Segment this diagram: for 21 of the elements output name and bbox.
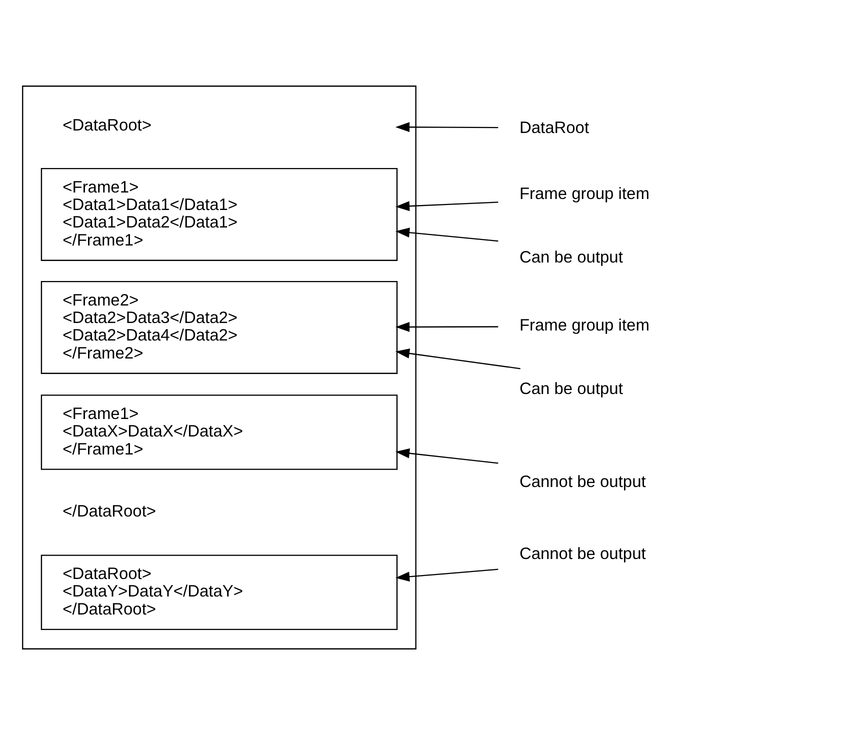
node-text: Can be output <box>519 380 623 398</box>
node-text: Cannot be output <box>519 472 646 491</box>
node-text: <DataRoot> <box>62 116 152 134</box>
node-box: <Frame2> <Data2>Data3</Data2> <Data2>Data4</Data2> </Frame2> <box>40 280 398 374</box>
cluster <box>22 85 416 649</box>
node-text: Frame group item <box>519 316 650 334</box>
node-text: </DataRoot> <box>62 502 156 520</box>
node-text: DataRoot <box>519 118 590 136</box>
arrow <box>395 348 520 369</box>
node-box: <Frame1> <DataX>DataX</DataX> </Frame1> <box>40 394 398 470</box>
node-box: <Frame1> <Data1>Data1</Data1> <Data1>Data2</Data1> </Frame1> <box>40 167 398 260</box>
arrow <box>395 448 498 464</box>
arrow <box>395 200 498 211</box>
node-text: Frame group item <box>519 184 650 202</box>
arrow <box>395 568 498 582</box>
node-text: Cannot be output <box>519 544 646 563</box>
arrow <box>395 227 498 242</box>
arrow <box>395 122 498 132</box>
node-text: Can be output <box>519 248 623 266</box>
node-box: <DataRoot> <DataY>DataY</DataY> </DataRoot> <box>40 554 398 630</box>
arrow <box>395 322 498 332</box>
